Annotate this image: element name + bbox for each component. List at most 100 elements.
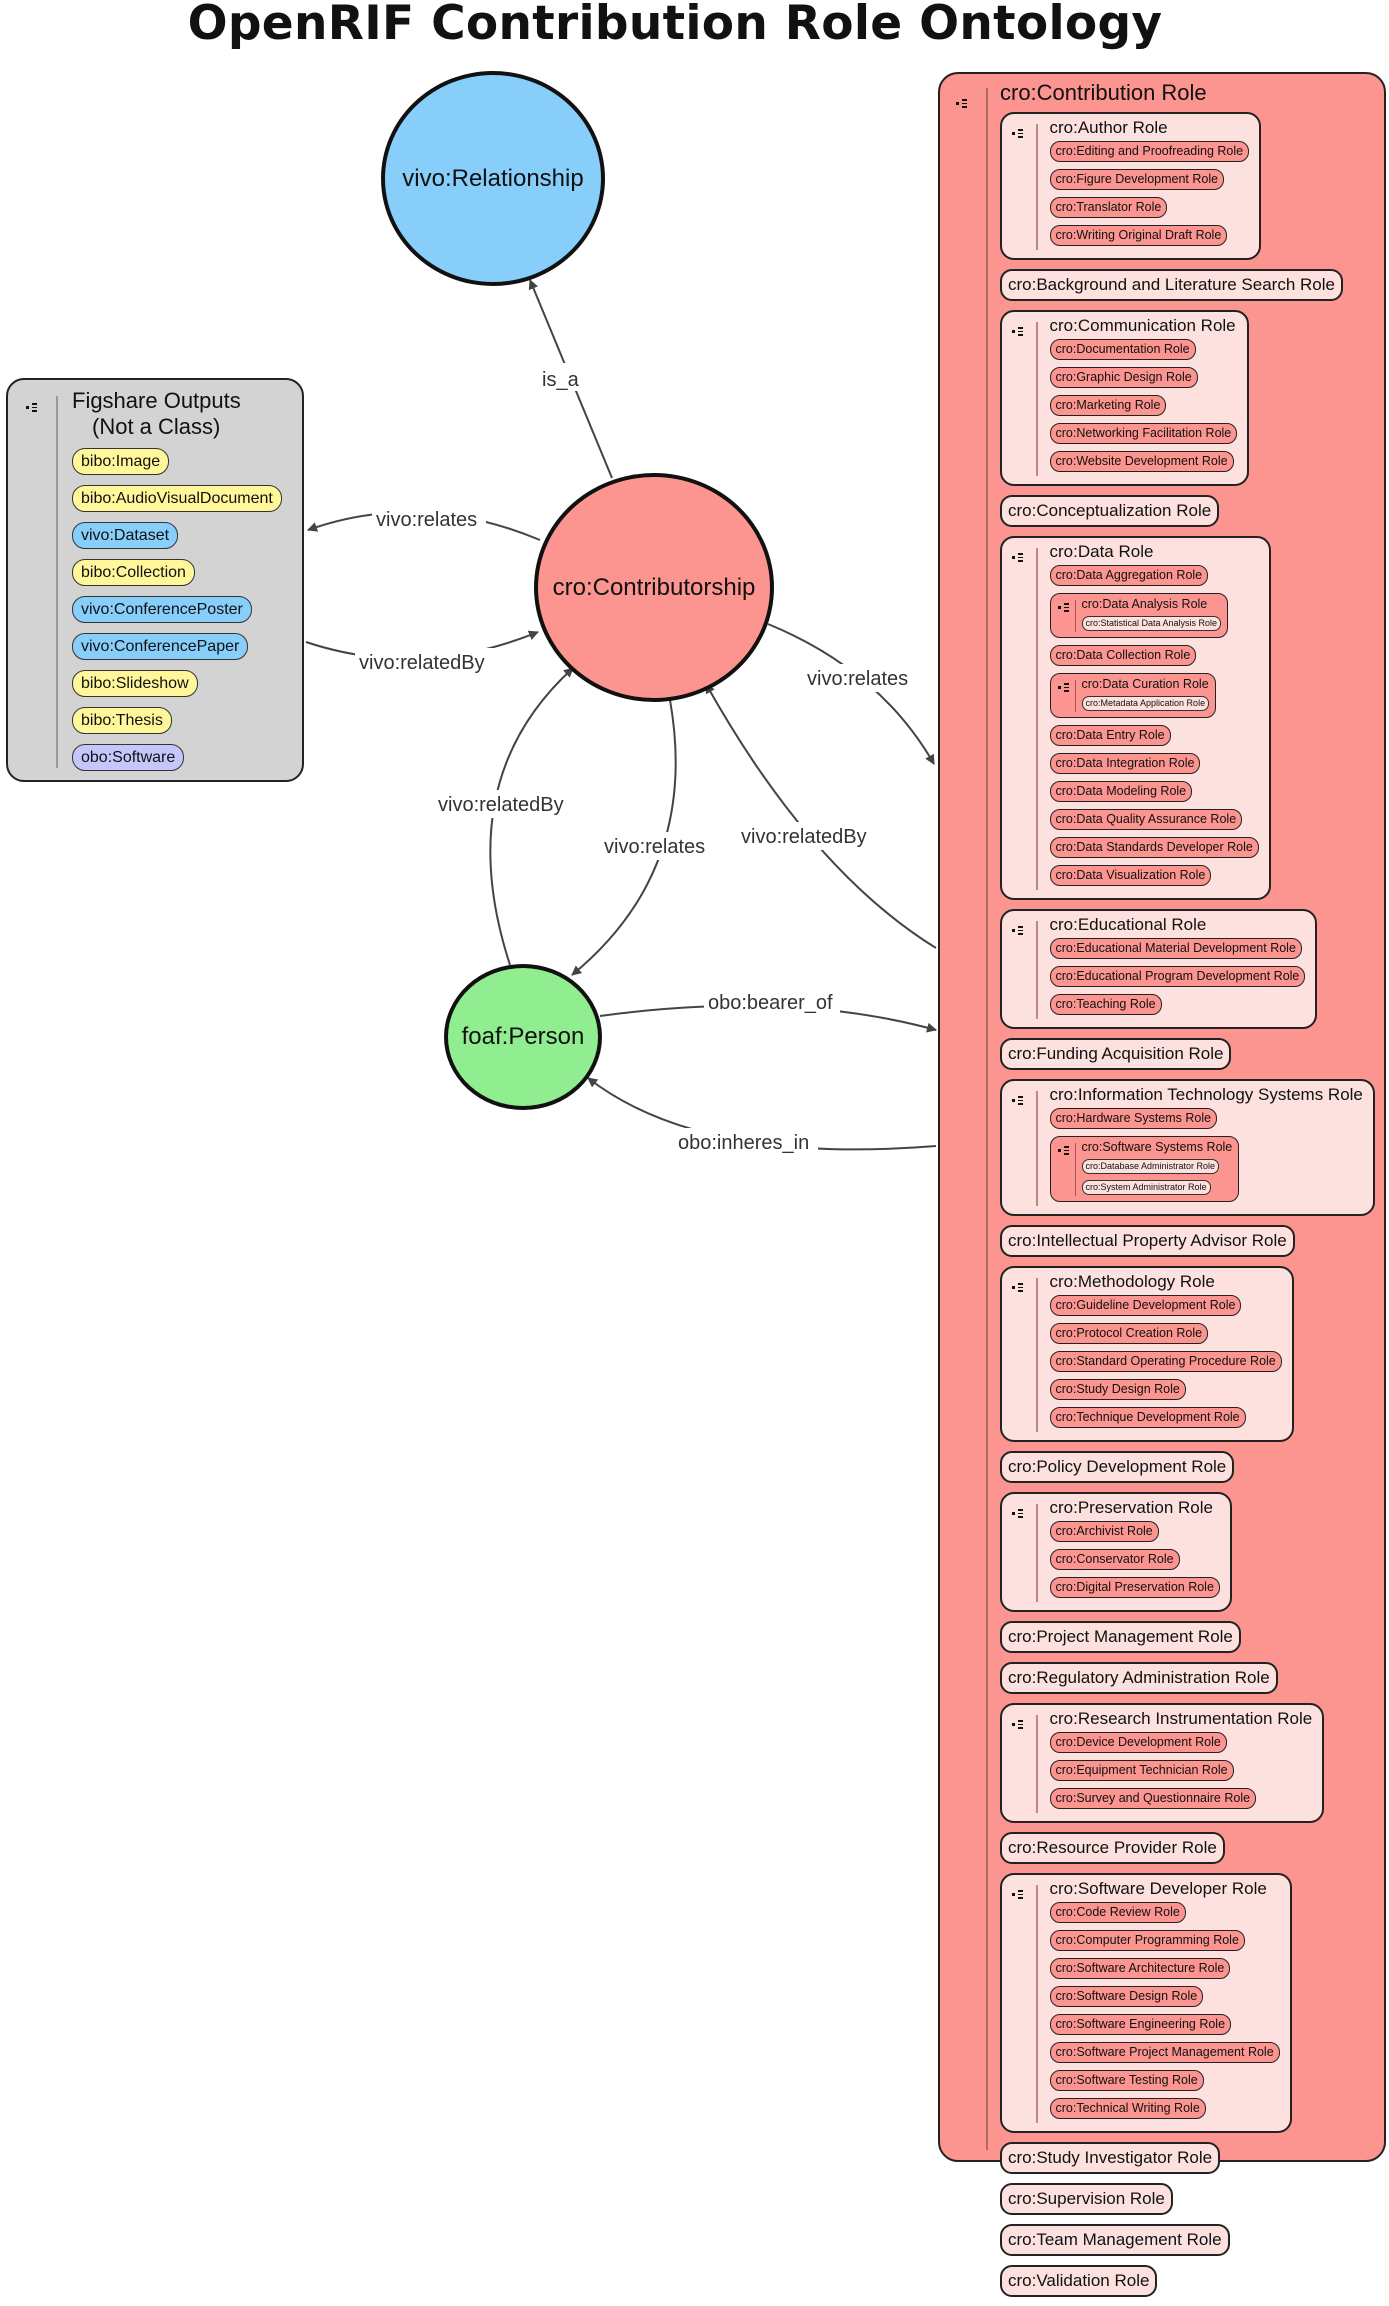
- node-foaf-person[interactable]: foaf:Person: [444, 964, 602, 1110]
- role-leaf[interactable]: cro:Website Development Role: [1049, 451, 1234, 472]
- role-group-title: cro:Preservation Role: [1049, 1498, 1213, 1517]
- role-item[interactable]: cro:Policy Development Role: [1000, 1451, 1235, 1483]
- role-leaf[interactable]: cro:Device Development Role: [1049, 1732, 1227, 1753]
- role-item[interactable]: cro:Study Investigator Role: [1000, 2142, 1221, 2174]
- role-leaf[interactable]: cro:Data Integration Role: [1049, 753, 1201, 774]
- figshare-item: obo:Software: [72, 744, 302, 781]
- figshare-pill[interactable]: bibo:AudioVisualDocument: [72, 485, 282, 512]
- collapse-toggle-icon[interactable]: [1051, 1137, 1075, 1201]
- collapse-toggle-icon[interactable]: [1002, 1494, 1036, 1610]
- edge-label-relates-person: vivo:relates: [604, 836, 705, 858]
- role-leaf[interactable]: cro:Data Quality Assurance Role: [1049, 809, 1243, 830]
- role-leaf[interactable]: cro:Survey and Questionnaire Role: [1049, 1788, 1257, 1809]
- figshare-pill[interactable]: vivo:Dataset: [72, 522, 179, 549]
- collapse-toggle-icon[interactable]: [1002, 538, 1036, 898]
- role-leaf[interactable]: cro:Educational Program Development Role: [1049, 966, 1306, 987]
- role-subleaf[interactable]: cro:System Administrator Role: [1081, 1180, 1211, 1195]
- role-leaf[interactable]: cro:Data Aggregation Role: [1049, 565, 1209, 586]
- figshare-pill[interactable]: vivo:ConferencePaper: [72, 633, 249, 660]
- role-leaf[interactable]: cro:Networking Facilitation Role: [1049, 423, 1238, 444]
- role-item[interactable]: cro:Funding Acquisition Role: [1000, 1038, 1232, 1070]
- figshare-pill[interactable]: bibo:Thesis: [72, 707, 172, 734]
- role-leaf[interactable]: cro:Marketing Role: [1049, 395, 1167, 416]
- node-vivo-relationship[interactable]: vivo:Relationship: [381, 71, 605, 286]
- collapse-toggle-icon[interactable]: [8, 380, 56, 780]
- collapse-toggle-icon[interactable]: [1002, 312, 1036, 484]
- role-item[interactable]: cro:Supervision Role: [1000, 2183, 1173, 2215]
- collapse-toggle-icon[interactable]: [1002, 1081, 1036, 1214]
- node-cro-contributorship[interactable]: cro:Contributorship: [534, 473, 774, 702]
- role-leaf[interactable]: cro:Software Testing Role: [1049, 2070, 1204, 2091]
- role-leaf[interactable]: cro:Technical Writing Role: [1049, 2098, 1206, 2119]
- role-leaf[interactable]: cro:Guideline Development Role: [1049, 1295, 1242, 1316]
- role-leaf[interactable]: cro:Software Design Role: [1049, 1986, 1204, 2007]
- role-leaf[interactable]: cro:Teaching Role: [1049, 994, 1162, 1015]
- figshare-pill[interactable]: obo:Software: [72, 744, 185, 771]
- collapse-toggle-icon[interactable]: [1051, 674, 1075, 717]
- role-leaf[interactable]: cro:Educational Material Development Rol…: [1049, 938, 1302, 959]
- role-leaf[interactable]: cro:Writing Original Draft Role: [1049, 225, 1228, 246]
- figshare-pill[interactable]: bibo:Collection: [72, 559, 195, 586]
- role-item[interactable]: cro:Resource Provider Role: [1000, 1832, 1225, 1864]
- role-item[interactable]: cro:Validation Role: [1000, 2265, 1158, 2297]
- role-subleaf[interactable]: cro:Database Administrator Role: [1081, 1159, 1220, 1174]
- figshare-pill[interactable]: bibo:Slideshow: [72, 670, 198, 697]
- role-subleaf[interactable]: cro:Statistical Data Analysis Role: [1081, 616, 1222, 631]
- role-leaf[interactable]: cro:Equipment Technician Role: [1049, 1760, 1234, 1781]
- role-leaf[interactable]: cro:Study Design Role: [1049, 1379, 1186, 1400]
- role-leaf[interactable]: cro:Digital Preservation Role: [1049, 1577, 1220, 1598]
- collapse-toggle-icon[interactable]: [940, 74, 986, 2160]
- role-group[interactable]: cro:Preservation Role cro:Archivist Role c…: [1000, 1492, 1232, 1612]
- role-leaf[interactable]: cro:Data Visualization Role: [1049, 865, 1212, 886]
- collapse-toggle-icon[interactable]: [1002, 1875, 1036, 2131]
- role-group-title: cro:Software Developer Role: [1049, 1879, 1267, 1898]
- role-item[interactable]: cro:Conceptualization Role: [1000, 495, 1220, 527]
- role-leaf[interactable]: cro:Computer Programming Role: [1049, 1930, 1245, 1951]
- role-leaf[interactable]: cro:Conservator Role: [1049, 1549, 1180, 1570]
- role-item[interactable]: cro:Project Management Role: [1000, 1621, 1241, 1653]
- role-leaf[interactable]: cro:Figure Development Role: [1049, 169, 1225, 190]
- role-group[interactable]: cro:Software Developer Role cro:Code Revi…: [1000, 1873, 1292, 2133]
- role-leaf[interactable]: cro:Translator Role: [1049, 197, 1168, 218]
- role-leaf[interactable]: cro:Graphic Design Role: [1049, 367, 1198, 388]
- role-leaf[interactable]: cro:Standard Operating Procedure Role: [1049, 1351, 1282, 1372]
- figshare-pill[interactable]: bibo:Image: [72, 448, 170, 475]
- figshare-pill[interactable]: vivo:ConferencePoster: [72, 596, 252, 623]
- role-leaf[interactable]: cro:Software Architecture Role: [1049, 1958, 1231, 1979]
- role-leaf[interactable]: cro:Software Engineering Role: [1049, 2014, 1232, 2035]
- role-leaf[interactable]: cro:Archivist Role: [1049, 1521, 1159, 1542]
- collapse-toggle-icon[interactable]: [1002, 911, 1036, 1027]
- collapse-toggle-icon[interactable]: [1002, 1705, 1036, 1821]
- figshare-outputs-box[interactable]: Figshare Outputs (Not a Class) bibo:Imag…: [6, 378, 304, 782]
- role-item[interactable]: cro:Regulatory Administration Role: [1000, 1662, 1278, 1694]
- role-leaf[interactable]: cro:Protocol Creation Role: [1049, 1323, 1209, 1344]
- role-item[interactable]: cro:Team Management Role: [1000, 2224, 1230, 2256]
- role-subleaf[interactable]: cro:Metadata Application Role: [1081, 696, 1210, 711]
- role-item[interactable]: cro:Background and Literature Search Rol…: [1000, 269, 1343, 301]
- role-leaf[interactable]: cro:Data Standards Developer Role: [1049, 837, 1259, 858]
- collapse-toggle-icon[interactable]: [1002, 1268, 1036, 1440]
- collapse-toggle-icon[interactable]: [1051, 594, 1075, 637]
- role-leaf[interactable]: cro:Code Review Role: [1049, 1902, 1186, 1923]
- role-leaf[interactable]: cro:Documentation Role: [1049, 339, 1196, 360]
- collapse-toggle-icon[interactable]: [1002, 114, 1036, 258]
- role-leaf[interactable]: cro:Data Entry Role: [1049, 725, 1171, 746]
- role-leaf[interactable]: cro:Data Modeling Role: [1049, 781, 1193, 802]
- role-leaf[interactable]: cro:Software Project Management Role: [1049, 2042, 1280, 2063]
- role-leaf[interactable]: cro:Hardware Systems Role: [1049, 1108, 1218, 1129]
- role-item[interactable]: cro:Intellectual Property Advisor Role: [1000, 1225, 1295, 1257]
- role-leaf[interactable]: cro:Data Collection Role: [1049, 645, 1197, 666]
- role-leaf[interactable]: cro:Technique Development Role: [1049, 1407, 1246, 1428]
- role-leaf[interactable]: cro:Editing and Proofreading Role: [1049, 141, 1250, 162]
